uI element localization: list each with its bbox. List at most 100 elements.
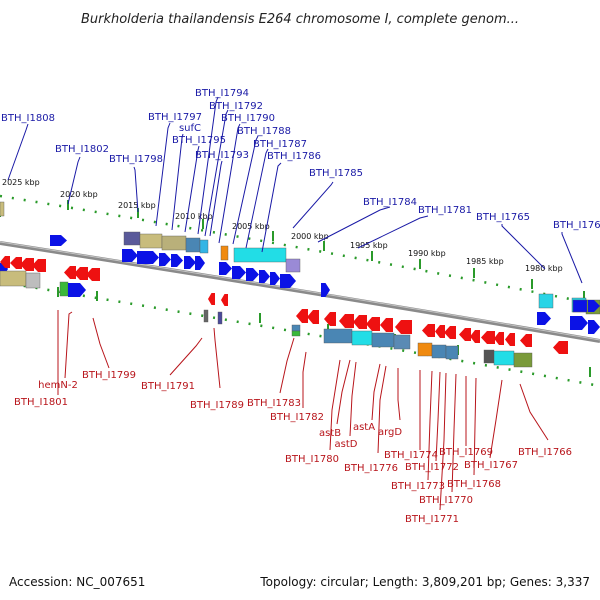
leader-line	[64, 311, 73, 379]
forward-gene-arrow	[232, 266, 246, 279]
reverse-gene-arrow	[296, 309, 308, 323]
forward-gene-label: BTH_I1793	[195, 150, 249, 161]
reverse-gene-label: BTH_I1791	[141, 381, 195, 392]
forward-gene-arrow	[280, 274, 296, 288]
reverse-gene-label: BTH_I1799	[82, 370, 136, 381]
reverse-gene-arrow	[0, 256, 10, 268]
forward-gene-label: BTH_I1765	[476, 212, 530, 223]
accession-text: Accession: NC_007651	[9, 575, 145, 589]
gene-block	[220, 245, 229, 261]
leader-line	[473, 377, 477, 476]
gene-block	[217, 311, 223, 325]
gene-block	[572, 299, 588, 313]
gene-block	[371, 332, 395, 348]
reverse-gene-label: BTH_I1769	[439, 447, 493, 458]
forward-gene-arrow	[195, 256, 205, 270]
inner-scale-track	[0, 280, 600, 388]
kbp-tick-label: 1995 kbp	[350, 241, 388, 250]
forward-gene-arrow	[270, 272, 280, 285]
forward-gene-arrow	[219, 262, 232, 275]
forward-gene-label: BTH_I1794	[195, 88, 249, 99]
gene-block	[123, 231, 141, 246]
gene-block	[291, 330, 301, 337]
reverse-gene-arrow	[10, 257, 22, 269]
kbp-tick-label: 2015 kbp	[118, 201, 156, 210]
gene-block	[285, 258, 301, 273]
gene-block	[291, 324, 301, 332]
kbp-tick-label: 2025 kbp	[2, 178, 40, 187]
forward-gene-label: BTH_I1787	[253, 139, 307, 150]
forward-gene-arrow	[259, 270, 270, 283]
forward-gene-arrow	[588, 300, 600, 312]
reverse-gene-label: hemN-2	[38, 380, 78, 391]
leader-line	[232, 135, 259, 245]
reverse-gene-label: BTH_I1772	[405, 462, 459, 473]
leader-line	[169, 337, 203, 376]
forward-gene-label: BTH_I1784	[363, 197, 417, 208]
gene-block	[185, 237, 201, 253]
gene-block	[445, 345, 459, 360]
reverse-gene-arrow	[422, 324, 435, 337]
gene-block	[199, 239, 209, 254]
forward-gene-label: BTH_I1763	[553, 220, 600, 231]
kbp-tick-label: 2000 kbp	[291, 232, 329, 241]
leader-line	[67, 156, 81, 205]
forward-gene-arrow	[122, 249, 138, 262]
forward-gene-arrow	[68, 283, 86, 297]
outer-scale-track	[0, 194, 600, 307]
reverse-gene-label: argD	[378, 427, 402, 438]
leader-line	[184, 145, 200, 233]
leader-line	[245, 148, 269, 249]
reverse-gene-arrow	[380, 318, 393, 332]
gene-block	[393, 334, 411, 350]
chromosome-backbone	[0, 241, 600, 343]
reverse-gene-label: BTH_I1782	[270, 412, 324, 423]
reverse-gene-label: BTH_I1771	[405, 514, 459, 525]
leader-line	[519, 383, 549, 441]
forward-gene-arrow	[159, 253, 171, 266]
forward-gene-arrow	[50, 235, 67, 246]
leader-line	[439, 372, 447, 511]
leader-line	[197, 96, 219, 235]
gene-block	[59, 281, 69, 297]
leader-line	[171, 133, 184, 231]
leader-line	[209, 160, 223, 237]
gene-block	[351, 330, 373, 346]
reverse-gene-label: BTH_I1773	[391, 481, 445, 492]
reverse-gene-label: BTH_I1768	[447, 479, 501, 490]
gene-block	[25, 272, 41, 289]
forward-gene-label: BTH_I1786	[267, 151, 321, 162]
reverse-gene-arrow	[74, 267, 88, 280]
reverse-gene-label: BTH_I1766	[518, 447, 572, 458]
forward-gene-label: BTH_I1785	[309, 168, 363, 179]
gene-block	[0, 201, 5, 217]
reverse-gene-label: BTH_I1774	[384, 450, 438, 461]
leader-line	[92, 317, 110, 369]
leader-line	[329, 359, 341, 451]
forward-gene-arrow	[537, 312, 551, 325]
reverse-gene-arrow	[505, 333, 515, 346]
reverse-gene-arrow	[459, 328, 471, 341]
gene-block	[493, 350, 515, 366]
gene-block	[323, 328, 353, 344]
forward-gene-arrow	[171, 254, 183, 267]
forward-gene-leaders: BTH_I1808BTH_I1802BTH_I1798BTH_I1797sufC…	[1, 88, 600, 284]
forward-gene-label: sufC	[179, 123, 201, 134]
leader-line	[317, 206, 391, 243]
reverse-gene-arrow	[395, 320, 412, 334]
topology-text: Topology: circular; Length: 3,809,201 bp…	[259, 575, 590, 589]
kbp-tick-label: 1985 kbp	[466, 257, 504, 266]
reverse-gene-arrow	[208, 293, 215, 305]
kbp-tick-label: 1990 kbp	[408, 249, 446, 258]
forward-gene-label: BTH_I1790	[221, 113, 275, 124]
reverse-gene-label: astB	[319, 428, 341, 439]
gene-block	[161, 235, 187, 251]
leader-line	[427, 370, 433, 481]
reverse-gene-arrow	[553, 341, 568, 354]
reverse-gene-arrow	[494, 332, 504, 345]
leader-line	[213, 327, 221, 389]
leader-line	[561, 232, 583, 284]
gene-block	[233, 247, 287, 263]
reverse-gene-arrow	[32, 259, 46, 272]
reverse-gene-label: BTH_I1767	[464, 460, 518, 471]
